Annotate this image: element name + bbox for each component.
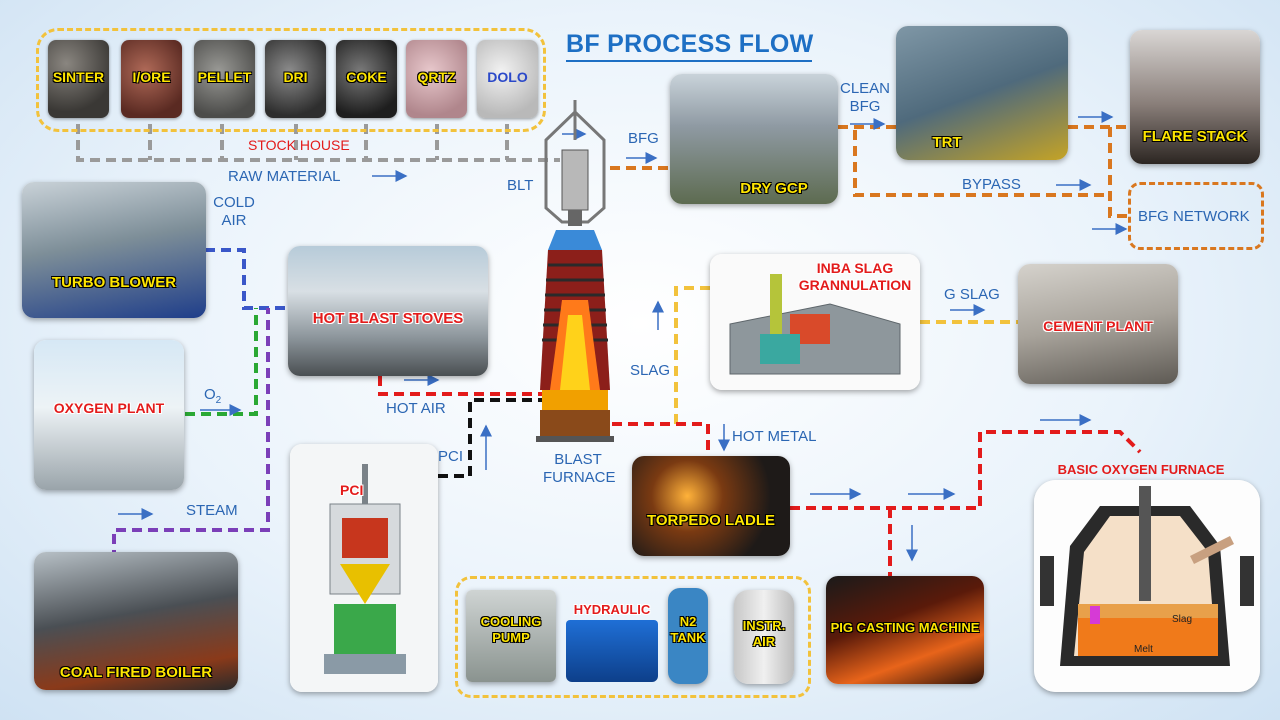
title-underline: [566, 60, 812, 62]
bof-melt-label: Melt: [1134, 644, 1153, 655]
cement-plant-box[interactable]: CEMENT PLANT: [1018, 264, 1178, 384]
bof-slag-label: Slag: [1172, 614, 1193, 625]
pig-casting-machine-box[interactable]: PIG CASTING MACHINE: [826, 576, 984, 684]
trt-box[interactable]: TRT: [896, 26, 1068, 160]
bfg-network-box[interactable]: [1128, 182, 1264, 250]
bfg-line: [610, 125, 1130, 218]
bfg-label: BFG: [628, 130, 659, 147]
slag-line: [612, 286, 712, 426]
pci-mill-drawing: [324, 464, 406, 674]
o2-label: O2: [204, 386, 222, 406]
hydraulic-box[interactable]: HYDRAULIC: [566, 590, 658, 682]
stock-house-label: STOCK HOUSE: [248, 137, 350, 153]
flare-stack-box[interactable]: FLARE STACK: [1130, 30, 1260, 164]
coal-fired-boiler-box[interactable]: COAL FIRED BOILER: [34, 552, 238, 690]
bfg-network-label: BFG NETWORK: [1138, 208, 1250, 225]
raw-material-qrtz[interactable]: QRTZ: [406, 40, 467, 118]
pci-box[interactable]: PCI: [290, 444, 438, 692]
hot-blast-stoves-box[interactable]: HOT BLAST STOVES: [288, 246, 488, 376]
o2-line: [185, 308, 258, 416]
slag-label: SLAG: [630, 362, 671, 379]
basic-oxygen-furnace-box[interactable]: Slag Melt: [1034, 480, 1260, 692]
page-title: BF PROCESS FLOW: [566, 30, 814, 58]
pci-label: PCI: [438, 448, 464, 465]
blt-label: BLT: [507, 177, 534, 194]
utilities-frame: [455, 576, 811, 698]
raw-material-dri[interactable]: DRI: [265, 40, 326, 118]
raw-material-dolo[interactable]: DOLO: [477, 40, 538, 118]
raw-material-sinter[interactable]: SINTER: [48, 40, 109, 118]
steam-line: [112, 308, 270, 560]
raw-material-coke[interactable]: COKE: [336, 40, 397, 118]
pci-line: [438, 398, 545, 478]
g-slag-label: G SLAG: [944, 286, 1000, 303]
raw-material-label: RAW MATERIAL: [228, 168, 341, 185]
raw-material-pellet[interactable]: PELLET: [194, 40, 255, 118]
cold-air-line: [205, 248, 290, 310]
torpedo-ladle-box[interactable]: TORPEDO LADLE: [632, 456, 790, 556]
hot-air-label: HOT AIR: [386, 400, 446, 417]
stock-house-frame: [36, 28, 546, 132]
bof-label: BASIC OXYGEN FURNACE: [1057, 462, 1225, 477]
oxygen-plant-box[interactable]: OXYGEN PLANT: [34, 340, 184, 490]
hot-air-line: [378, 376, 545, 396]
hot-metal-line: [612, 422, 1142, 580]
flow-arrows: [118, 111, 1128, 562]
dry-gcp-box[interactable]: DRY GCP: [670, 74, 838, 204]
turbo-blower-box[interactable]: TURBO BLOWER: [22, 182, 206, 318]
inba-drawing: [729, 274, 901, 375]
blast-furnace[interactable]: [530, 100, 620, 460]
instrument-air-box[interactable]: INSTR.AIR: [734, 590, 794, 684]
bof-vessel: [1040, 486, 1254, 666]
steam-label: STEAM: [186, 502, 238, 519]
hot-metal-label: HOT METAL: [732, 428, 817, 445]
bypass-label: BYPASS: [962, 176, 1021, 193]
raw-material-iore[interactable]: I/ORE: [121, 40, 182, 118]
